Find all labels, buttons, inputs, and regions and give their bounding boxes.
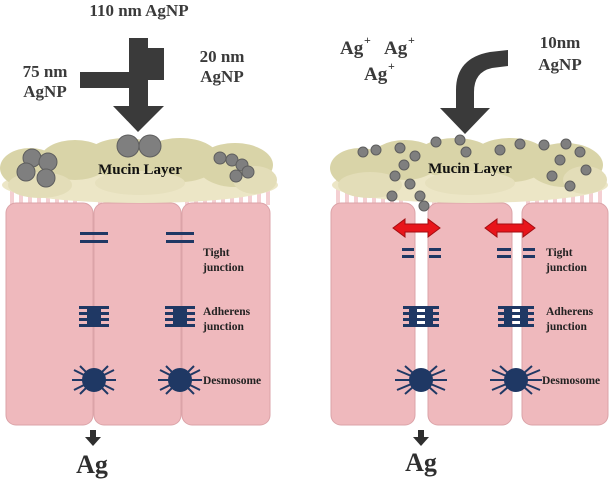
ion-charge: + xyxy=(364,33,371,47)
particle-10nm xyxy=(454,134,466,146)
left-size-left-2: AgNP xyxy=(23,82,66,101)
particle-10nm xyxy=(398,159,410,171)
right-adherens-junctions xyxy=(403,306,534,327)
particle-10nm xyxy=(430,136,442,148)
particle-10nm xyxy=(580,164,592,176)
particle-10nm xyxy=(389,170,401,182)
ion-charge: + xyxy=(408,33,415,47)
right-ion-1: Ag + xyxy=(340,33,371,59)
right-output-arrow xyxy=(413,430,429,446)
particle-10nm xyxy=(554,154,566,166)
left-size-right-2: AgNP xyxy=(200,67,243,86)
left-adherens-junctions xyxy=(79,306,195,327)
right-output-label: Ag xyxy=(405,448,437,477)
particle-10nm xyxy=(494,144,506,156)
particle-10nm xyxy=(370,144,382,156)
particle-10nm xyxy=(546,170,558,182)
right-tight-label-1: Tight xyxy=(546,247,573,259)
right-desmosome-2 xyxy=(490,365,542,395)
left-desmosome-2 xyxy=(158,365,202,395)
right-size-2: AgNP xyxy=(538,55,581,74)
left-output-arrow xyxy=(85,430,101,446)
particle-20nm xyxy=(213,151,227,165)
particle-10nm xyxy=(357,146,369,158)
particle-10nm xyxy=(418,200,430,212)
right-ion-3: Ag + xyxy=(364,59,395,85)
left-size-top: 110 nm AgNP xyxy=(89,1,188,20)
left-desmosome-label: Desmosome xyxy=(203,375,261,387)
particle-75nm xyxy=(38,152,58,172)
right-adherens-label-2: junction xyxy=(545,321,588,333)
right-red-arrow-2 xyxy=(484,218,536,238)
right-cell-1 xyxy=(330,202,416,426)
left-adherens-label-2: junction xyxy=(202,321,245,333)
right-panel: Mucin Layer Ag + Ag + Ag + 10nm AgNP xyxy=(330,33,609,477)
particle-10nm xyxy=(538,139,550,151)
right-size-1: 10nm xyxy=(540,33,581,52)
right-tight-label-2: junction xyxy=(545,262,588,274)
particle-110nm xyxy=(138,134,162,158)
left-mucin-label: Mucin Layer xyxy=(98,162,182,178)
particle-10nm xyxy=(574,146,586,158)
left-adherens-label-1: Adherens xyxy=(203,306,251,318)
right-mucin-label: Mucin Layer xyxy=(428,161,512,177)
particle-20nm xyxy=(229,169,243,183)
right-tight-junctions xyxy=(402,248,535,258)
ion-label: Ag xyxy=(340,38,364,59)
right-adherens-label-1: Adherens xyxy=(546,306,594,318)
right-desmosome-label: Desmosome xyxy=(542,375,600,387)
left-size-left-1: 75 nm xyxy=(23,62,68,81)
ion-charge: + xyxy=(388,59,395,73)
left-tight-junctions xyxy=(80,232,194,243)
left-output-label: Ag xyxy=(76,450,108,479)
right-red-arrow-1 xyxy=(392,218,441,238)
left-tight-label-2: junction xyxy=(202,262,245,274)
left-tight-label-1: Tight xyxy=(203,247,230,259)
particle-20nm xyxy=(241,165,255,179)
particle-10nm xyxy=(404,178,416,190)
particle-10nm xyxy=(414,190,426,202)
left-branch-arrow xyxy=(80,38,164,132)
right-curved-arrow xyxy=(440,50,508,134)
right-ion-2: Ag + xyxy=(384,33,415,59)
left-size-right-1: 20 nm xyxy=(200,47,245,66)
particle-10nm xyxy=(564,180,576,192)
left-particles xyxy=(16,134,255,188)
left-desmosome-1 xyxy=(72,365,116,395)
particle-75nm xyxy=(36,168,56,188)
particle-10nm xyxy=(460,146,472,158)
particle-110nm xyxy=(116,134,140,158)
right-mucin-layer xyxy=(330,138,608,203)
right-desmosome-1 xyxy=(395,365,447,395)
particle-10nm xyxy=(514,138,526,150)
particle-10nm xyxy=(394,142,406,154)
particle-10nm xyxy=(409,150,421,162)
right-particles xyxy=(357,134,592,212)
ion-label: Ag xyxy=(364,64,388,85)
left-panel: Mucin Layer 110 nm AgNP 75 nm AgNP 20 nm… xyxy=(0,1,278,479)
ion-label: Ag xyxy=(384,38,408,59)
particle-75nm xyxy=(16,162,36,182)
particle-10nm xyxy=(386,190,398,202)
particle-10nm xyxy=(560,138,572,150)
